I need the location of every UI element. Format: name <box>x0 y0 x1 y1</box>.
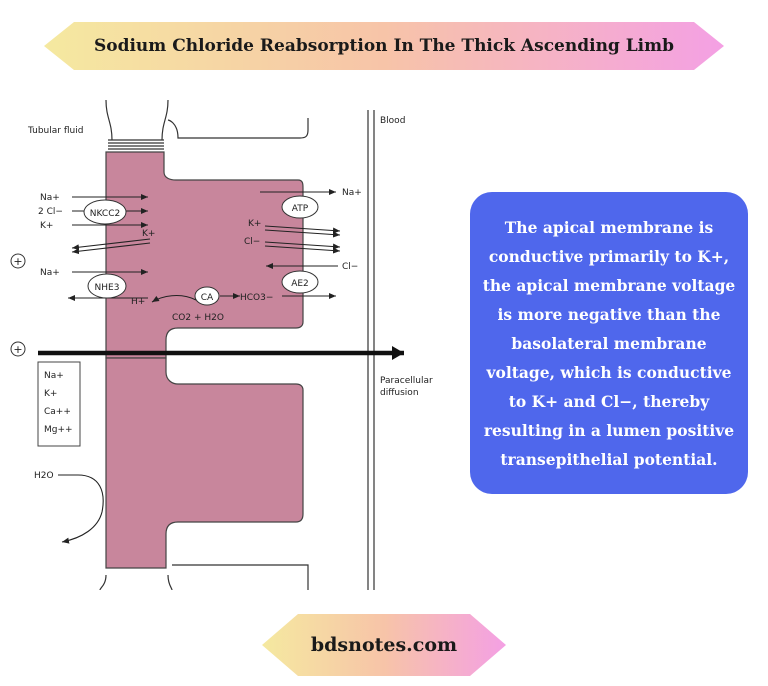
ae2-label: AE2 <box>291 279 309 289</box>
cation-k: K+ <box>44 389 57 399</box>
cation-mg: Mg++ <box>44 425 73 435</box>
footer-banner-shape <box>262 614 506 676</box>
lumen-plus-icon-2 <box>10 341 26 357</box>
baso-cl2-label: Cl− <box>342 262 358 272</box>
baso-cl-label: Cl− <box>244 237 260 247</box>
page-title: Sodium Chloride Reabsorption In The Thic… <box>93 36 675 56</box>
nhe3-na-label: Na+ <box>40 268 60 278</box>
cation-box <box>37 361 81 447</box>
nkcc2-label: NKCC2 <box>90 209 120 219</box>
cation-ca: Ca++ <box>44 407 71 417</box>
nkcc2-transporter <box>83 199 127 225</box>
lower-cell <box>105 357 304 569</box>
atp-label: ATP <box>292 204 309 214</box>
water-arrow <box>58 474 104 544</box>
hco3-label: HCO3− <box>240 293 273 303</box>
baso-channel-arrows <box>264 225 341 254</box>
title-banner-shape <box>44 22 724 70</box>
nhe3-transporter <box>87 273 127 299</box>
atp-pump <box>281 195 319 219</box>
info-text: The apical membrane is conductive primar… <box>482 217 736 469</box>
cell-outlines <box>99 100 309 590</box>
apical-cl-label: 2 Cl− <box>38 207 63 217</box>
k-channel-arrows <box>71 238 151 255</box>
lumen-plus-1: + <box>13 255 22 268</box>
tal-diagram: Tubular fluid Blood Paracellular diffusi… <box>10 100 433 590</box>
info-box: The apical membrane is conductive primar… <box>470 192 748 494</box>
h-label: H+ <box>131 297 145 307</box>
ae2-transporter <box>281 270 319 294</box>
baso-na-label: Na+ <box>342 188 362 198</box>
paracellular-label-1: Paracellular <box>380 376 433 386</box>
co2-label: CO2 + H2O <box>172 313 224 323</box>
lumen-plus-icon-1 <box>10 253 26 269</box>
nhe3-label: NHE3 <box>95 283 120 293</box>
apical-k-label: K+ <box>40 221 53 231</box>
upper-cell <box>105 151 304 359</box>
k-channel-label: K+ <box>142 229 155 239</box>
ca-enzyme <box>194 286 220 306</box>
cation-na: Na+ <box>44 371 64 381</box>
ca-label: CA <box>201 293 214 303</box>
baso-k-label: K+ <box>248 219 261 229</box>
title-banner: Sodium Chloride Reabsorption In The Thic… <box>44 20 724 72</box>
footer-site: bdsnotes.com <box>310 634 458 656</box>
apical-na-label: Na+ <box>40 193 60 203</box>
ca-reaction-arrows <box>151 293 240 303</box>
blood-label: Blood <box>380 116 405 126</box>
lumen-plus-2: + <box>13 343 22 356</box>
tubular-fluid-label: Tubular fluid <box>27 126 83 136</box>
water-label: H2O <box>34 471 54 481</box>
paracellular-label-2: diffusion <box>380 388 419 398</box>
footer-banner: bdsnotes.com <box>262 610 506 680</box>
